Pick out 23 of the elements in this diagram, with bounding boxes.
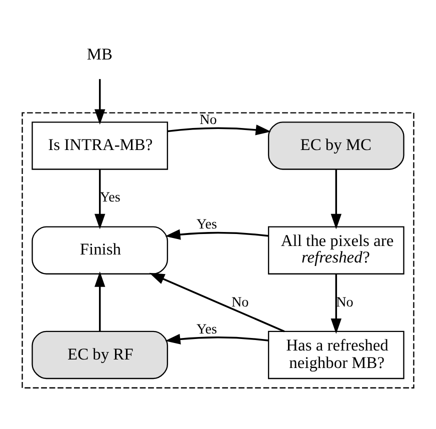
arrow [94,79,106,125]
arrow [168,124,272,136]
arrow [94,272,106,332]
arrow [94,170,106,230]
arrow [165,334,268,344]
node-text: MB [86,44,113,64]
cluster [22,112,414,388]
edge-label: No [232,294,249,310]
node-box: EC by MC [268,122,404,170]
arrow [330,274,342,334]
node-box: Is INTRA-MB? [32,122,168,170]
arrow [165,229,268,240]
edge-label: Yes [100,190,120,206]
node-box: Finish [32,226,168,274]
edge-label: No [336,294,354,310]
arrow [330,170,342,230]
arrow [149,272,285,332]
edge-label: Yes [196,216,218,233]
node-box: All the pixels are refreshed? [268,226,404,274]
edge-label: No [200,112,217,128]
node-box: Has a refreshed neighbor MB? [268,330,404,380]
node-box: EC by RF [32,330,168,380]
edge-label: Yes [196,321,218,338]
